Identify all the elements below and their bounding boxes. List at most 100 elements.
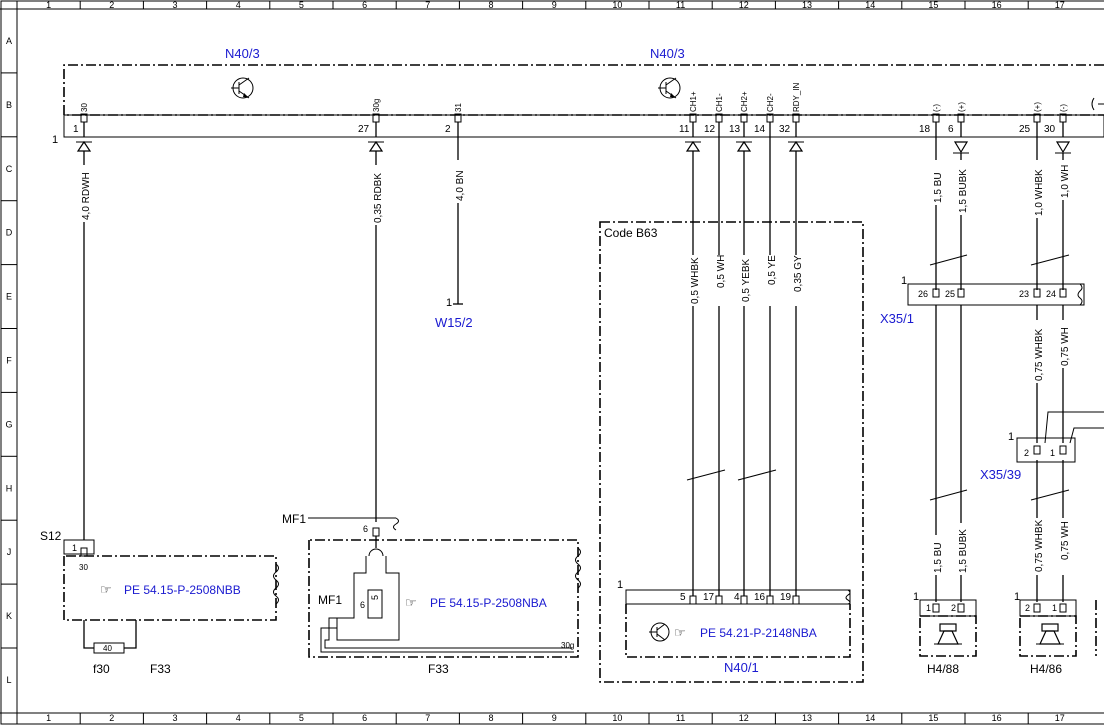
column-number: 4 — [236, 0, 241, 10]
column-number: 6 — [362, 0, 367, 10]
n40-1-reference-link[interactable]: PE 54.21-P-2148NBA — [700, 626, 817, 640]
pin-30g: 30g 27 — [358, 99, 381, 137]
pin-number: 2 — [951, 603, 956, 613]
arrow-up-icon — [788, 140, 804, 152]
connector-number: 1 — [617, 579, 623, 591]
pin-number: 2 — [1025, 603, 1030, 613]
wire-label: 0,35 RDBK — [373, 173, 384, 223]
pin-name: CH1+ — [689, 91, 698, 112]
f30-label: f30 — [93, 662, 110, 676]
connector-number: 1 — [1014, 591, 1020, 603]
pin-number: 12 — [704, 124, 716, 135]
twisted-pair-marker — [929, 254, 968, 266]
pin-name: 30g — [372, 99, 381, 112]
transistor-icon — [231, 77, 254, 99]
pin-number: 4 — [734, 592, 740, 603]
n40-1-label: N40/1 — [724, 660, 759, 675]
row-letter: J — [7, 547, 12, 557]
pin-number: 6 — [360, 600, 365, 610]
h4-86-label: H4/86 — [1030, 662, 1062, 676]
pin-number: 23 — [1019, 289, 1029, 299]
connector-number: 1 — [1008, 431, 1014, 443]
column-number: 2 — [109, 713, 114, 723]
code-b63-box — [599, 221, 864, 683]
wire-label: 0,5 WHBK — [690, 257, 701, 304]
twisted-pair-marker — [1030, 254, 1070, 266]
speaker-icon — [1036, 623, 1064, 645]
x35-39-connector: 1 2 1 — [1008, 431, 1076, 463]
wire-label: 0,5 YEBK — [741, 258, 752, 302]
column-number: 11 — [676, 0, 685, 10]
wire-label: 4,0 BN — [455, 170, 466, 201]
column-number: 1 — [46, 713, 51, 723]
pin-name: 31 — [454, 103, 463, 112]
wires: 4,0 RDWH 0,35 RDBK 4,0 BN 0,5 WHBK 0,5 W… — [81, 137, 1104, 602]
pin-number: 2 — [445, 124, 451, 135]
column-number: 12 — [739, 713, 749, 723]
pin-number: 1 — [926, 603, 931, 613]
column-number: 16 — [992, 0, 1002, 10]
column-number: 15 — [928, 0, 938, 10]
main-connector-strip — [63, 114, 1104, 138]
pin-number: 27 — [358, 124, 370, 135]
column-number: 8 — [488, 0, 493, 10]
wire-label: 0,75 WH — [1060, 521, 1071, 560]
pin-25-plus: (+) 25 — [1019, 102, 1042, 137]
column-number: 10 — [612, 713, 622, 723]
column-number: 11 — [676, 713, 685, 723]
wire-label: 1,0 WHBK — [1034, 169, 1045, 216]
arrow-down-icon — [1055, 141, 1071, 154]
n40-3-housing — [63, 64, 1104, 116]
pin-name: (+) — [957, 102, 966, 112]
column-number: 7 — [425, 0, 430, 10]
s12-label: S12 — [40, 529, 62, 543]
pin-number: 18 — [919, 124, 931, 135]
pin-ch2-plus: CH2+ 13 — [729, 91, 749, 137]
wire-label: 0,75 WHBK — [1034, 519, 1045, 572]
mf1-switch-body — [336, 556, 400, 641]
row-letter: B — [6, 100, 12, 110]
h4-88-label: H4/88 — [927, 662, 959, 676]
column-number: 7 — [425, 713, 430, 723]
column-number: 2 — [109, 0, 114, 10]
wire-label: 0,5 YE — [767, 255, 778, 285]
twisted-pair-marker — [737, 469, 777, 481]
pin-number: 24 — [1046, 289, 1056, 299]
pin-ch2-minus: CH2- 14 — [754, 93, 775, 137]
n40-3-right-label: N40/3 — [650, 46, 685, 61]
row-letter: K — [6, 611, 12, 621]
pin-name: (-) — [932, 104, 941, 112]
pointing-hand-icon: ☞ — [405, 595, 417, 610]
pin-rdy-in: RDY_IN 32 — [779, 82, 801, 137]
column-number: 12 — [739, 0, 749, 10]
pin-number: 32 — [779, 124, 791, 135]
pin-number: 13 — [729, 124, 741, 135]
transistor-icon — [649, 622, 670, 642]
pin-30-minus: (-) 30 — [1044, 104, 1068, 137]
column-ruler: 1122334455667788991010111112121313141415… — [16, 0, 1065, 724]
pin-number: 26 — [918, 289, 928, 299]
arrow-up-icon — [736, 140, 752, 152]
s12-reference-link[interactable]: PE 54.15-P-2508NBB — [124, 583, 241, 597]
pin-name: CH2- — [766, 93, 775, 112]
pin-30: 30 1 — [73, 103, 89, 137]
pin-name: RDY_IN — [792, 82, 801, 112]
pin-name: (-) — [1059, 104, 1068, 112]
column-number: 13 — [802, 0, 812, 10]
w15-2-connector-number: 1 — [446, 297, 452, 309]
wire-label: 1,5 BU — [933, 172, 944, 203]
h4-86-speaker: 1 2 1 — [1014, 591, 1097, 657]
s12-component: S12 1 30 ☞ PE 54.15-P-2508NBB 40 f30 F33 — [40, 529, 279, 676]
mf1-reference-link[interactable]: PE 54.15-P-2508NBA — [430, 596, 547, 610]
pin-ch1-minus: CH1- 12 — [704, 93, 724, 137]
h4-88-speaker: 1 1 2 — [913, 591, 977, 657]
pin-number: 25 — [1019, 124, 1031, 135]
x35-1-label: X35/1 — [880, 311, 914, 326]
pin-number: 6 — [948, 124, 954, 135]
x35-1-connector: 1 26 25 23 24 — [901, 275, 1085, 306]
arrow-up-icon — [685, 140, 701, 152]
column-number: 6 — [362, 713, 367, 723]
